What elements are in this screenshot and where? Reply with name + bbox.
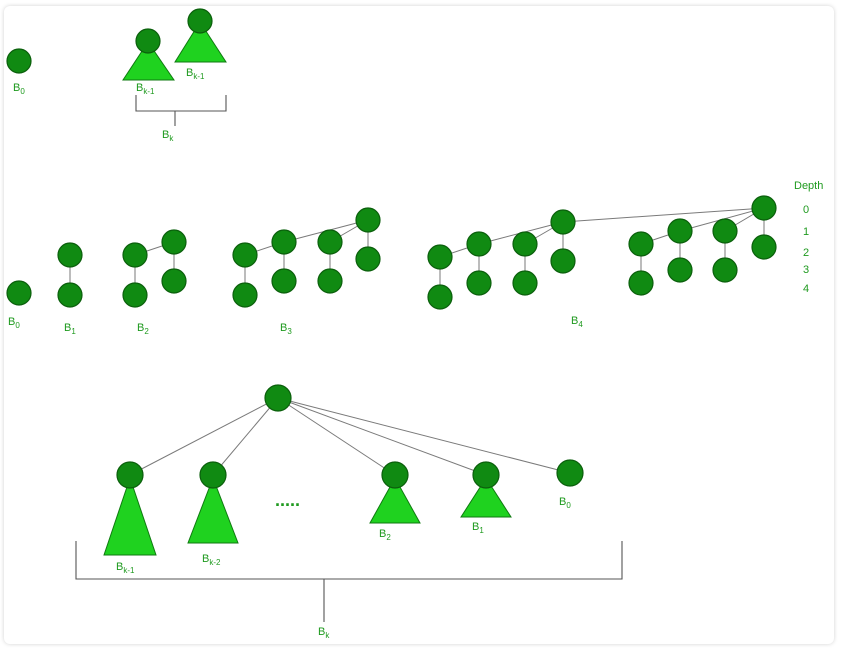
- b2-subtree-triangle: [369, 476, 421, 524]
- bk-2-subtree-triangle: [187, 476, 239, 544]
- b1-subtree-triangle: [460, 477, 512, 518]
- b0-label: B0: [13, 82, 25, 96]
- b1-subtree-label: B1: [472, 521, 484, 535]
- left-subtree-root-node: [135, 28, 161, 54]
- examples-section: B0 B1 B2 B3 B4 Depth 0 1 2 3 4: [6, 180, 823, 336]
- bk-bracket: [135, 95, 227, 126]
- depth-level-2: 2: [803, 247, 809, 259]
- b4-label: B4: [571, 315, 583, 329]
- bk-2-subtree-root-node: [199, 461, 227, 489]
- depth-level-3: 3: [803, 264, 809, 276]
- b0-example-node: [6, 280, 32, 306]
- bk-structure-label: Bk: [318, 626, 330, 640]
- bk-1-subtree-root-node: [116, 461, 144, 489]
- bk-root-node: [264, 384, 292, 412]
- bk-structure-bracket: [75, 541, 623, 622]
- b0-subtree-label: B0: [559, 496, 571, 510]
- b2-tree: [122, 229, 187, 308]
- bk-1-subtree-triangle: [103, 476, 157, 556]
- ellipsis: .....: [275, 490, 300, 510]
- b2-subtree-label: B2: [379, 528, 391, 542]
- b3-label: B3: [280, 322, 292, 336]
- definition-section: B0 Bk-1 Bk-1 Bk: [6, 8, 227, 143]
- bk-2-subtree-label: Bk-2: [202, 553, 221, 567]
- b1-subtree-root-node: [472, 461, 500, 489]
- b0-example-label: B0: [8, 316, 20, 330]
- depth-title: Depth: [794, 180, 823, 192]
- left-subtree-label: Bk-1: [136, 82, 155, 96]
- b0-subtree-node: [556, 459, 584, 487]
- b0-node: [6, 48, 32, 74]
- b1-root-node: [57, 242, 83, 268]
- depth-level-4: 4: [803, 283, 809, 295]
- right-subtree-root-node: [187, 8, 213, 34]
- right-subtree-label: Bk-1: [186, 67, 205, 81]
- bk-1-subtree-label: Bk-1: [116, 561, 135, 575]
- depth-level-0: 0: [803, 204, 809, 216]
- right-subtree-triangle: [174, 21, 227, 63]
- structure-edges: [129, 397, 571, 476]
- b1-label: B1: [64, 322, 76, 336]
- b2-subtree-root-node: [381, 461, 409, 489]
- structure-section: ..... Bk-1 Bk-2 B2 B1 B0 Bk: [75, 384, 623, 640]
- b3-tree: [232, 207, 381, 308]
- b2-label: B2: [137, 322, 149, 336]
- depth-level-1: 1: [803, 226, 809, 238]
- bk-label: Bk: [162, 129, 174, 143]
- b4-tree: [427, 195, 777, 310]
- left-subtree-triangle: [122, 41, 175, 81]
- b1-child-node: [57, 282, 83, 308]
